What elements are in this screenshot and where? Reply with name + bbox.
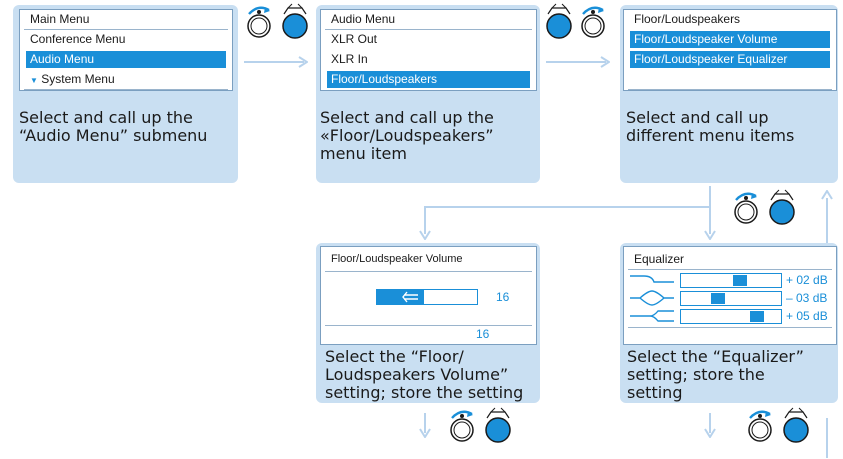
screen-title: Floor/Loudspeaker Volume	[331, 253, 463, 265]
arrow-head-icon	[419, 230, 431, 240]
eq-value-mid: – 03 dB	[786, 291, 828, 305]
flow-line	[424, 206, 710, 208]
screen-title: Equalizer	[634, 252, 685, 266]
flow-line-return	[826, 198, 828, 248]
arrow-head-icon	[821, 190, 833, 200]
divider	[325, 271, 532, 272]
caption-line: setting	[627, 383, 683, 402]
divider	[628, 269, 832, 270]
divider	[325, 29, 532, 30]
step-caption: Select and call up the “Audio Menu” subm…	[19, 109, 207, 145]
rotate-knob-icon	[247, 6, 271, 38]
menu-title: Floor/Loudspeakers	[634, 12, 741, 26]
low-shelf-icon	[630, 310, 674, 322]
menu-title: Audio Menu	[331, 12, 396, 26]
caption-line: Select the “Floor/	[325, 347, 464, 366]
left-right-arrow-icon	[402, 291, 418, 303]
caption-line: Select and call up the	[19, 108, 193, 127]
flow-line-return	[826, 418, 828, 458]
menu-item-conference[interactable]: Conference Menu	[30, 32, 126, 46]
volume-bar-fill	[377, 290, 424, 304]
flow-line	[709, 413, 711, 433]
arrow-head-icon	[704, 230, 716, 240]
menu-item-xlr-in[interactable]: XLR In	[331, 52, 368, 66]
caption-line: “Audio Menu” submenu	[19, 126, 208, 145]
volume-value: 16	[496, 290, 510, 304]
rotate-knob-icon	[748, 410, 772, 442]
divider	[24, 89, 228, 90]
eq-bar-mid	[680, 291, 782, 306]
press-knob-icon	[546, 3, 572, 39]
step-caption: Select and call up the «Floor/Loudspeake…	[320, 109, 494, 163]
menu-item-system[interactable]: ▼ System Menu	[26, 71, 226, 88]
menu-item-audio-selected[interactable]: Audio Menu	[26, 51, 226, 68]
caption-line: Select and call up the	[320, 108, 494, 127]
caption-line: different menu items	[626, 126, 795, 145]
press-knob-icon	[282, 3, 308, 39]
caption-line: Select the “Equalizer”	[627, 347, 804, 366]
high-shelf-icon	[630, 275, 674, 283]
eq-slider-handle	[749, 311, 764, 322]
arrow-head-icon	[600, 56, 610, 68]
step-caption: Select the “Equalizer” setting; store th…	[627, 348, 804, 402]
press-knob-icon	[783, 407, 809, 443]
eq-bar-low	[680, 309, 782, 324]
eq-value-high: + 02 dB	[786, 273, 828, 287]
rotate-knob-icon	[450, 410, 474, 442]
peak-icon	[630, 290, 674, 306]
rotate-knob-icon	[581, 6, 605, 38]
flow-arrow	[244, 61, 304, 63]
step-caption: Select the “Floor/ Loudspeakers Volume” …	[325, 348, 523, 402]
eq-slider-handle	[711, 293, 726, 304]
caption-line: Loudspeakers Volume”	[325, 365, 509, 384]
menu-item-floor-volume[interactable]: Floor/Loudspeaker Volume	[630, 31, 830, 48]
arrow-head-icon	[298, 56, 308, 68]
menu-item-floor-selected[interactable]: Floor/Loudspeakers	[327, 71, 530, 88]
flow-line	[424, 413, 426, 433]
display-equalizer: Equalizer + 02 dB – 03 dB + 05 dB	[623, 246, 837, 345]
eq-bar-high	[680, 273, 782, 288]
display-audio-menu: Audio Menu XLR Out XLR In Floor/Loudspea…	[320, 9, 537, 91]
volume-footer-value: 16	[476, 327, 490, 341]
menu-item-system-label: System Menu	[41, 72, 115, 86]
menu-item-floor-equalizer[interactable]: Floor/Loudspeaker Equalizer	[630, 51, 830, 68]
display-volume: Floor/Loudspeaker Volume 16 16	[320, 246, 537, 345]
divider	[24, 29, 228, 30]
caption-line: menu item	[320, 144, 407, 163]
flow-line	[424, 206, 426, 234]
rotate-knob-icon	[734, 192, 758, 224]
caption-line: «Floor/Loudspeakers”	[320, 126, 494, 145]
flow-arrow	[546, 61, 606, 63]
scroll-down-icon: ▼	[30, 76, 38, 85]
menu-title: Main Menu	[30, 12, 90, 26]
caption-line: setting; store the setting	[325, 383, 524, 402]
arrow-head-icon	[419, 428, 431, 438]
display-main-menu: Main Menu Conference Menu Audio Menu ▼ S…	[19, 9, 233, 91]
eq-slider-handle	[732, 275, 747, 286]
press-knob-icon	[485, 407, 511, 443]
volume-bar	[376, 289, 478, 305]
caption-line: setting; store the	[627, 365, 765, 384]
display-floor-loudspeakers: Floor/Loudspeakers Floor/Loudspeaker Vol…	[623, 9, 837, 91]
flow-line	[709, 186, 711, 234]
eq-value-low: + 05 dB	[786, 309, 828, 323]
divider	[325, 325, 532, 326]
press-knob-icon	[769, 189, 795, 225]
caption-line: Select and call up	[626, 108, 769, 127]
step-caption: Select and call up different menu items	[626, 109, 794, 145]
menu-item-xlr-out[interactable]: XLR Out	[331, 32, 378, 46]
divider	[628, 327, 832, 328]
divider	[628, 89, 832, 90]
arrow-head-icon	[704, 428, 716, 438]
